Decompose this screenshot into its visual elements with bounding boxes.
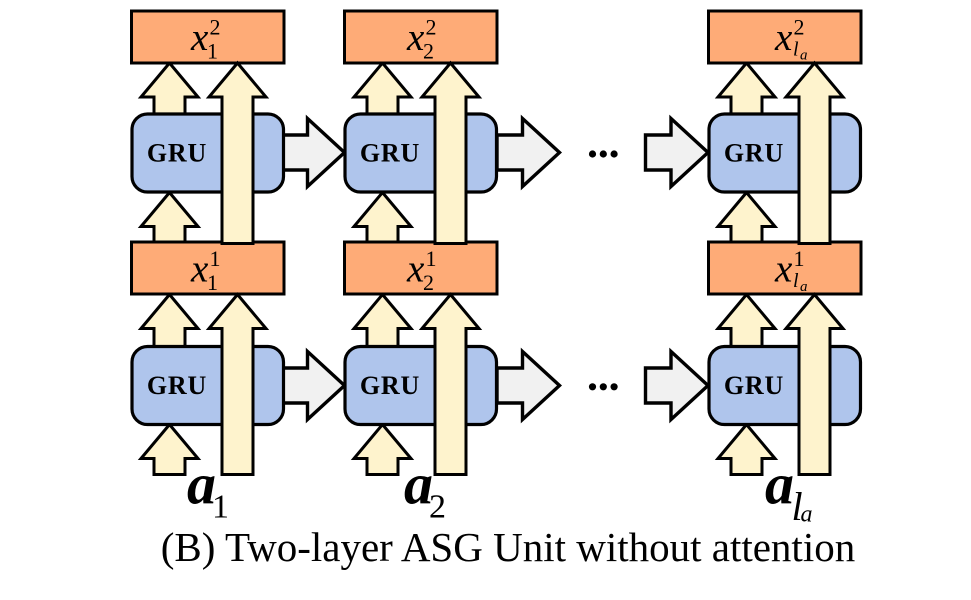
svg-text:x: x (190, 16, 209, 59)
svg-text:l: l (793, 270, 799, 292)
svg-text:l: l (793, 38, 799, 60)
svg-text:x: x (406, 247, 425, 290)
svg-text:GRU: GRU (360, 139, 420, 168)
svg-text:(B) Two-layer ASG Unit without: (B) Two-layer ASG Unit without attention (161, 524, 855, 570)
svg-text:2: 2 (426, 14, 437, 39)
svg-text:2: 2 (423, 270, 434, 295)
svg-text:2: 2 (429, 489, 446, 526)
svg-text:a: a (801, 502, 813, 528)
svg-text:2: 2 (210, 14, 221, 39)
svg-text:l: l (792, 484, 803, 529)
svg-text:GRU: GRU (360, 371, 420, 400)
svg-text:x: x (190, 247, 209, 290)
svg-text:a: a (187, 452, 216, 517)
svg-text:x: x (406, 16, 425, 59)
svg-text:1: 1 (207, 270, 218, 295)
svg-text:1: 1 (210, 246, 221, 271)
svg-text:x: x (774, 247, 793, 290)
svg-text:1: 1 (212, 489, 229, 526)
svg-text:a: a (404, 452, 433, 517)
svg-text:GRU: GRU (724, 139, 784, 168)
svg-text:x: x (774, 16, 793, 59)
svg-text:2: 2 (794, 14, 805, 39)
svg-text:1: 1 (426, 246, 437, 271)
svg-text:a: a (800, 47, 808, 63)
svg-text:1: 1 (794, 246, 805, 271)
svg-text:a: a (765, 452, 794, 517)
svg-text:GRU: GRU (724, 371, 784, 400)
svg-text:GRU: GRU (147, 139, 207, 168)
svg-text:1: 1 (207, 39, 218, 64)
svg-text:a: a (800, 279, 808, 295)
svg-text:2: 2 (423, 39, 434, 64)
svg-text:GRU: GRU (147, 371, 207, 400)
